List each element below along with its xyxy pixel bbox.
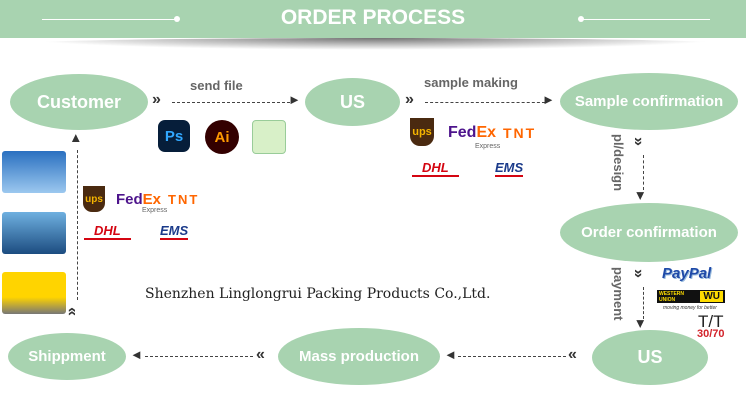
chevron-left-icon: « — [568, 346, 577, 363]
arrow-payment — [643, 287, 644, 319]
dhl-truck-photo — [2, 272, 66, 314]
fedex-express-label: Express — [142, 207, 168, 214]
node-shippment: Shippment — [8, 333, 126, 380]
arrow-to-customer — [77, 150, 78, 300]
paypal-logo: PayPal — [662, 265, 712, 282]
chevron-right-icon: » — [152, 91, 161, 108]
arrowhead-right-icon: ► — [288, 92, 301, 107]
node-order-confirmation: Order confirmation — [560, 203, 738, 262]
banner-dot-right — [578, 16, 584, 22]
arrowhead-right-icon: ► — [542, 92, 555, 107]
arrowhead-left-icon: ◄ — [130, 347, 143, 362]
cargo-ship-photo — [2, 212, 66, 254]
chevron-down-icon: » — [629, 269, 647, 273]
fedex-logo: Fed — [448, 124, 477, 141]
node-us-top: US — [305, 78, 400, 126]
coreldraw-icon — [252, 120, 286, 154]
arrowhead-down-icon: ► — [633, 317, 649, 326]
wu-mark: WU — [700, 291, 723, 302]
banner-line-left — [42, 19, 177, 20]
label-payment: payment — [611, 267, 626, 321]
label-sample-making: sample making — [424, 75, 518, 90]
ups-logo: ups — [410, 118, 434, 146]
tt-ratio: 30/70 — [697, 328, 725, 340]
western-union-text: WESTERN UNION — [659, 290, 684, 303]
dhl-logo: DHL — [412, 160, 459, 177]
dhl-logo: DHL — [84, 223, 131, 240]
arrow-send-file — [172, 102, 290, 103]
ups-logo: ups — [83, 186, 105, 212]
chevron-left-icon: « — [256, 346, 265, 363]
fedex-logo: Fed — [116, 191, 143, 208]
western-union-tagline: moving money for better — [663, 305, 717, 311]
chevron-down-icon: » — [629, 137, 647, 141]
tt-label: T/T — [698, 312, 724, 331]
banner-dot-left — [174, 16, 180, 22]
tnt-logo: TNT — [503, 125, 537, 141]
ems-logo: EMS — [495, 160, 524, 177]
arrowhead-up-icon: ► — [67, 136, 83, 145]
node-us-bottom: US — [592, 330, 708, 385]
arrowhead-down-icon: ► — [633, 189, 649, 198]
fedex-logo-ex: Ex — [142, 191, 162, 208]
photoshop-icon: Ps — [158, 120, 190, 152]
chevron-right-icon: » — [405, 91, 414, 108]
arrow-to-mass — [458, 356, 566, 357]
airplane-photo — [2, 151, 66, 193]
node-sample-confirmation: Sample confirmation — [560, 73, 738, 130]
fedex-logo-ex: Ex — [476, 124, 497, 141]
company-name: Shenzhen Linglongrui Packing Products Co… — [145, 286, 491, 302]
arrow-sample-making — [425, 102, 545, 103]
fedex-express-label: Express — [475, 143, 501, 150]
western-union-logo: WESTERN UNION WU — [657, 290, 725, 303]
banner-shadow — [20, 38, 730, 50]
banner-line-right — [582, 19, 710, 20]
node-mass-production: Mass production — [278, 328, 440, 385]
arrowhead-left-icon: ◄ — [444, 347, 457, 362]
label-pi-design: pl/design — [611, 134, 626, 192]
arrow-to-ship — [145, 356, 253, 357]
ems-logo: EMS — [160, 223, 189, 240]
node-customer: Customer — [10, 74, 148, 130]
chevron-up-icon: » — [62, 312, 80, 316]
page-title: ORDER PROCESS — [280, 6, 466, 29]
arrow-pi-design — [643, 155, 644, 190]
label-send-file: send file — [190, 78, 243, 93]
illustrator-icon: Ai — [205, 120, 239, 154]
tnt-logo: TNT — [168, 192, 200, 207]
